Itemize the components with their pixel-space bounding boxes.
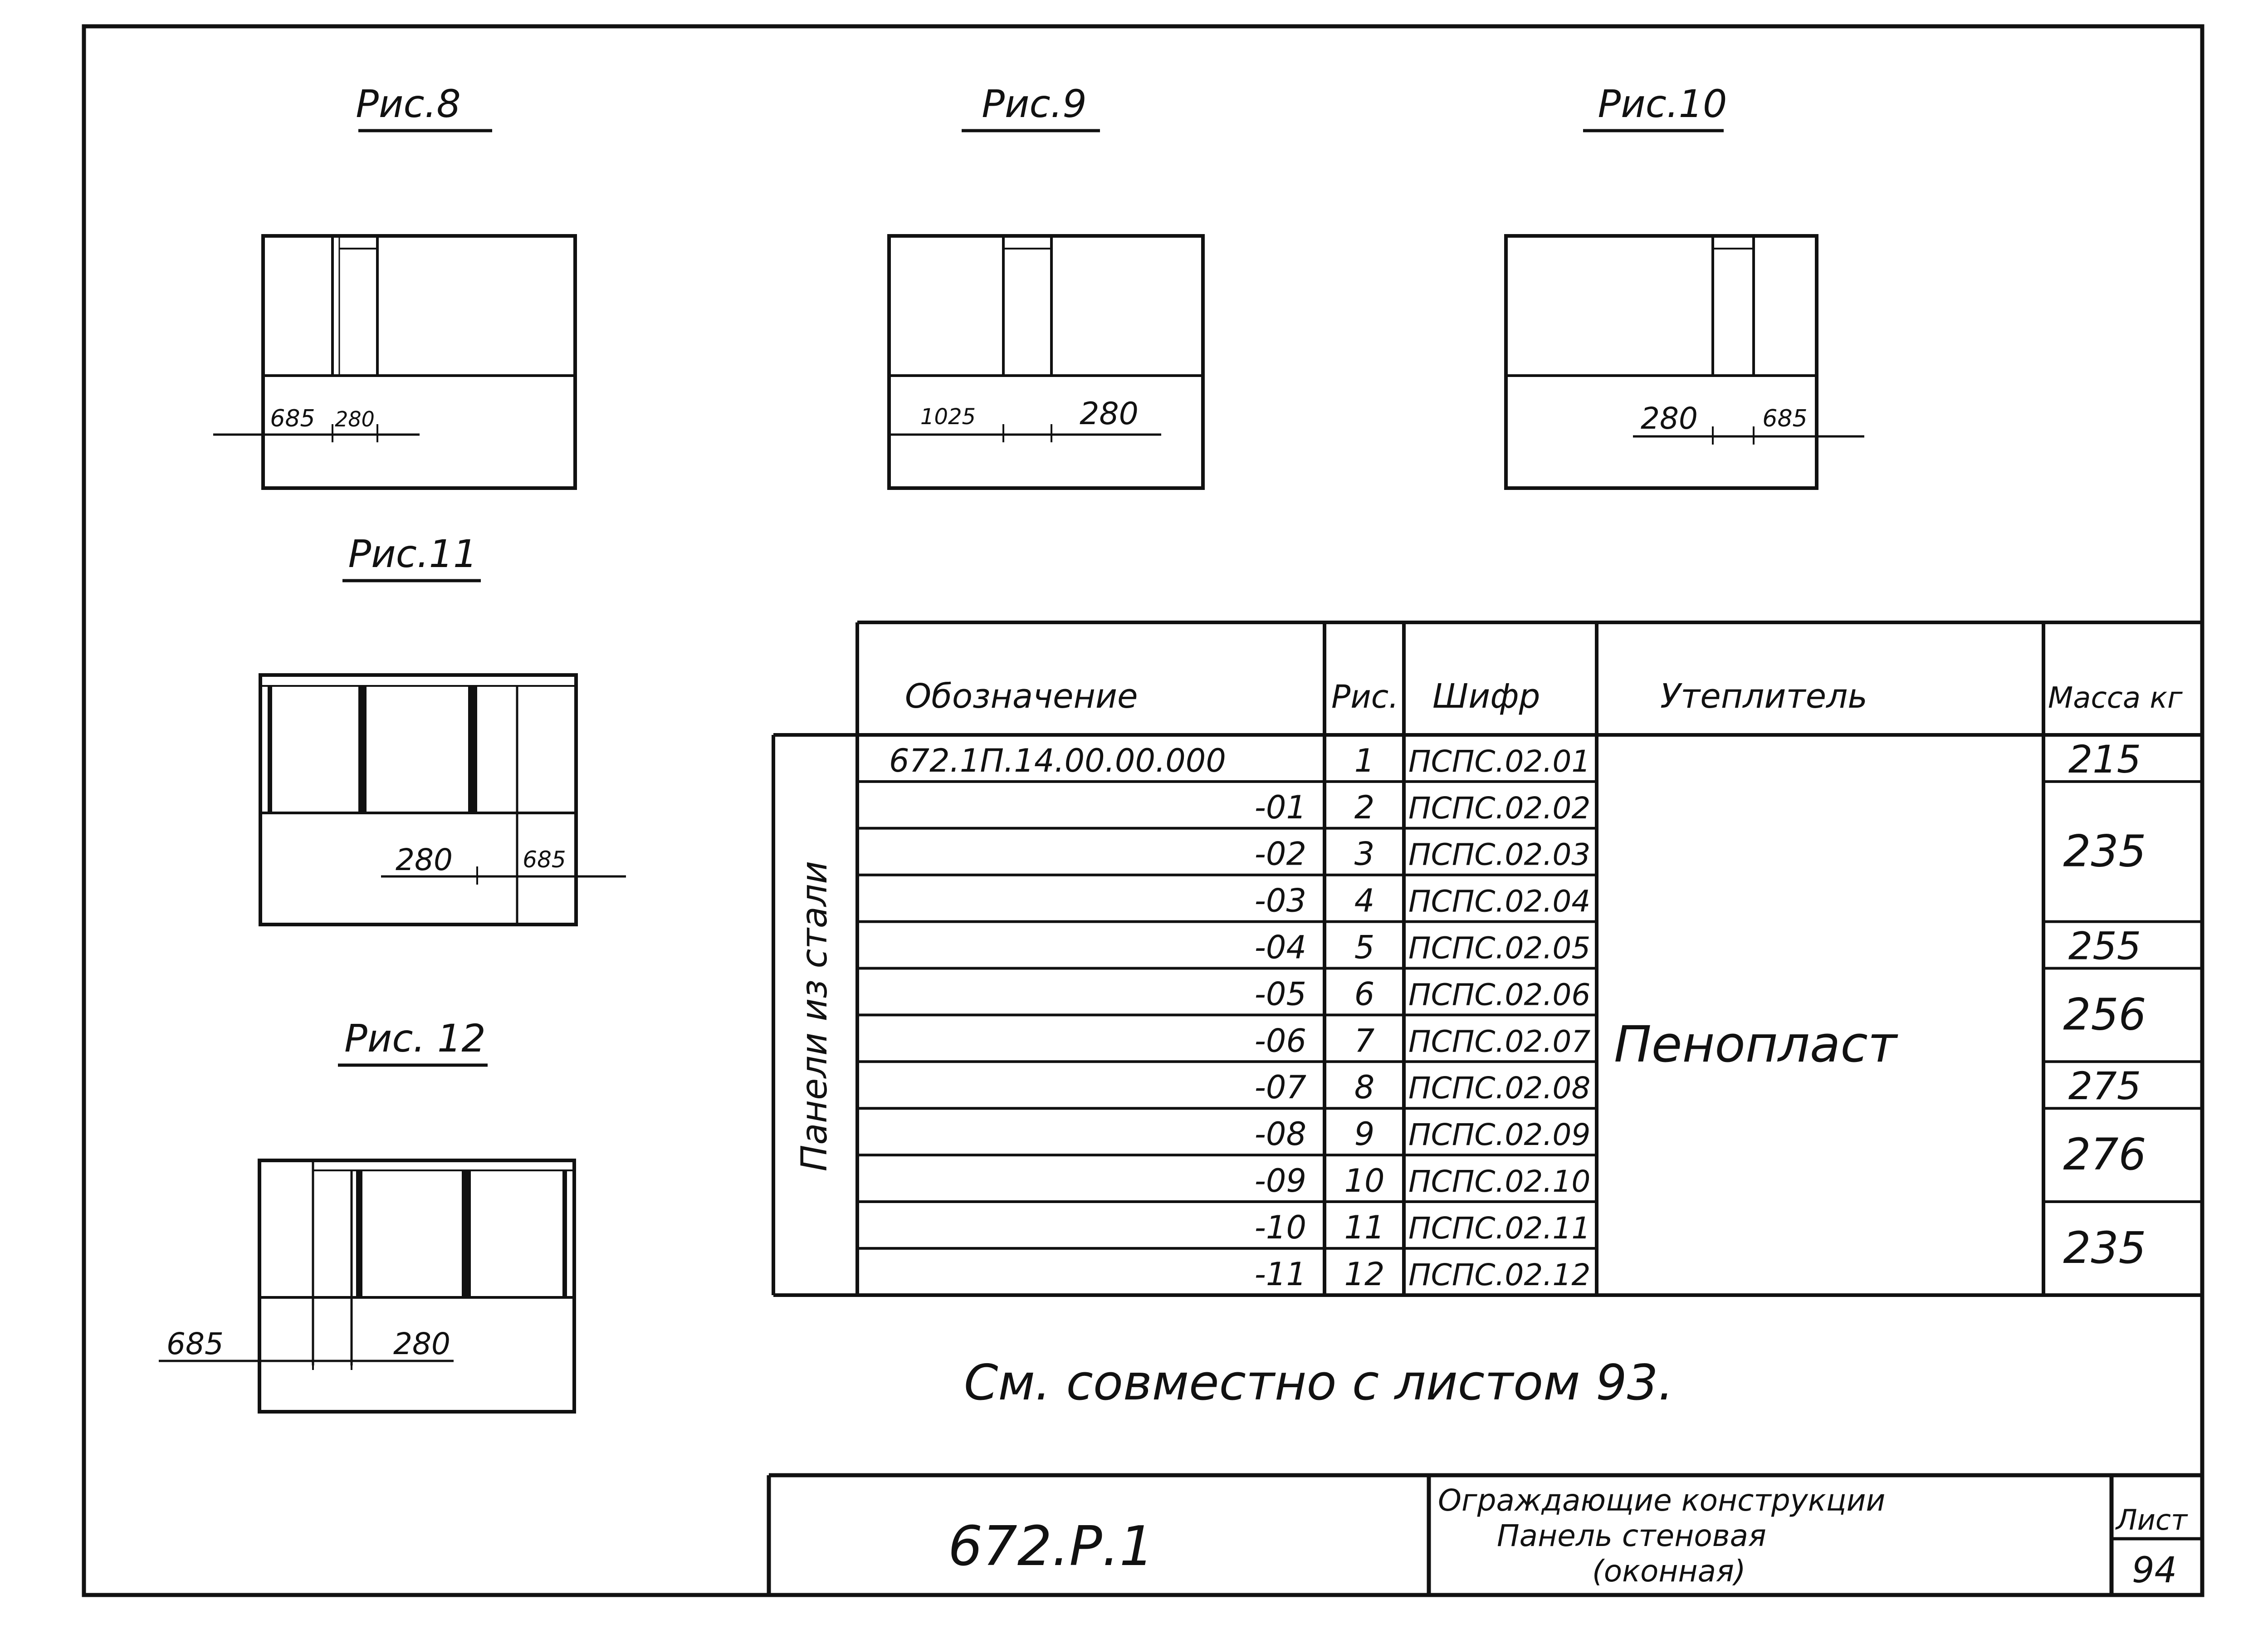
table-cell-fig: 3 (1354, 836, 1375, 873)
table-cell-fig: 8 (1354, 1069, 1375, 1106)
figure-9-dim-label: 1025 (920, 404, 976, 430)
table-cell-mass: 235 (2063, 1223, 2146, 1273)
figure-12-mullion (562, 1170, 567, 1297)
table-cell-designation: -02 (1255, 836, 1306, 873)
table-cell-fig: 1 (1354, 742, 1375, 779)
table-cell-code: ПСПС.02.06 (1408, 977, 1590, 1012)
figure-9-panel (887, 234, 1205, 490)
table-header-code: Шифр (1432, 677, 1540, 716)
table-cell-designation: -06 (1255, 1022, 1306, 1059)
table-header-fig: Рис. (1331, 678, 1398, 715)
figure-8-title: Рис.8 (356, 82, 461, 126)
figure-8-panel (261, 234, 577, 490)
figure-10-dim-label: 280 (1641, 401, 1698, 436)
figure-11-mullion (358, 686, 367, 813)
title-block-description-line: Ограждающие конструкции (1438, 1483, 1885, 1518)
table-cell-code: ПСПС.02.11 (1408, 1211, 1590, 1246)
figure-9: Рис.9 1025 280 (887, 82, 1205, 490)
table-cell-fig: 11 (1344, 1209, 1384, 1246)
figure-10-dim-label: 685 (1762, 405, 1807, 432)
title-block: 672.Р.1 Ограждающие конструкции Панель с… (767, 1473, 2202, 1595)
table-cell-mass: 275 (2068, 1064, 2141, 1108)
table-header-insulation: Утеплитель (1660, 677, 1867, 716)
figure-11-title: Рис.11 (348, 532, 477, 576)
table-cell-designation: -09 (1255, 1162, 1306, 1199)
table-cell-fig: 7 (1354, 1022, 1375, 1059)
cross-reference-note: См. совместно с листом 93. (964, 1355, 1674, 1411)
title-block-description-line: Панель стеновая (1497, 1518, 1766, 1553)
table-cell-designation: -05 (1255, 975, 1306, 1013)
table-cell-designation: -07 (1255, 1069, 1306, 1106)
figure-11-dim-label: 685 (523, 846, 566, 873)
figure-11: Рис.11 280 685 (259, 532, 626, 926)
figure-12: Рис. 12 685 280 (159, 1016, 576, 1414)
table-cell-code: ПСПС.02.03 (1408, 837, 1590, 872)
table-cell-mass: 235 (2063, 826, 2146, 876)
table-cell-fig: 5 (1354, 929, 1375, 966)
figure-10: Рис.10 280 685 (1504, 82, 1864, 490)
table-cell-mass: 255 (2068, 924, 2141, 969)
table-group-label: Панели из стали (794, 861, 835, 1171)
specification-table: Обозначение Рис. Шифр Утеплитель Масса к… (772, 621, 2202, 1297)
figure-11-dim-label: 280 (396, 842, 453, 877)
table-header-mass: Масса кг (2048, 681, 2183, 715)
title-block-description-line: (оконная) (1592, 1554, 1746, 1589)
table-cell-mass: 256 (2063, 989, 2146, 1040)
table-cell-fig: 4 (1354, 882, 1375, 920)
sheet-border (82, 24, 2204, 1597)
figure-9-title: Рис.9 (982, 82, 1087, 126)
table-cell-code: ПСПС.02.04 (1408, 884, 1590, 919)
figure-11-panel (259, 673, 578, 926)
table-cell-designation: -08 (1255, 1115, 1306, 1153)
figure-10-title: Рис.10 (1598, 82, 1727, 126)
figure-8-dim-label: 280 (335, 407, 375, 431)
table-cell-code: ПСПС.02.08 (1408, 1071, 1590, 1106)
figure-12-dim-label: 280 (393, 1326, 450, 1361)
table-cell-mass: 276 (2063, 1129, 2146, 1180)
table-insulation-value: Пенопласт (1614, 1015, 1898, 1073)
table-cell-designation: 672.1П.14.00.00.000 (889, 742, 1226, 779)
table-cell-designation: -10 (1255, 1209, 1306, 1246)
figure-12-mullion (462, 1170, 471, 1297)
table-cell-code: ПСПС.02.10 (1408, 1164, 1590, 1199)
title-block-doc-code: 672.Р.1 (948, 1515, 1154, 1578)
figure-12-panel (258, 1159, 576, 1414)
table-cell-code: ПСПС.02.05 (1408, 931, 1590, 966)
figure-9-dim-label: 280 (1080, 396, 1139, 432)
table-cell-code: ПСПС.02.01 (1408, 744, 1590, 779)
table-cell-designation: -04 (1255, 929, 1306, 966)
figure-8: Рис.8 685 280 (213, 82, 577, 490)
table-cell-fig: 12 (1344, 1256, 1384, 1293)
title-block-sheet-number: 94 (2132, 1550, 2177, 1591)
table-cell-code: ПСПС.02.07 (1408, 1024, 1590, 1059)
figure-11-mullion (468, 686, 477, 813)
table-cell-fig: 2 (1354, 789, 1375, 826)
table-cell-designation: -01 (1255, 789, 1306, 826)
table-cell-mass: 215 (2068, 737, 2141, 782)
figure-12-dim-label: 685 (166, 1326, 224, 1361)
table-cell-code: ПСПС.02.12 (1408, 1257, 1590, 1292)
table-cell-designation: -11 (1255, 1256, 1306, 1293)
table-cell-fig: 10 (1344, 1162, 1384, 1199)
figure-11-mullion (268, 686, 272, 813)
figure-12-mullion (356, 1170, 362, 1297)
table-cell-code: ПСПС.02.02 (1408, 791, 1590, 826)
table-cell-designation: -03 (1255, 882, 1306, 920)
table-header-designation: Обозначение (905, 677, 1138, 716)
figure-10-panel (1504, 234, 1818, 490)
figure-8-dim-label: 685 (270, 405, 315, 432)
title-block-sheet-label: Лист (2115, 1503, 2188, 1536)
figure-12-title: Рис. 12 (344, 1016, 486, 1061)
table-cell-fig: 9 (1354, 1115, 1375, 1153)
table-cell-code: ПСПС.02.09 (1408, 1117, 1590, 1152)
table-cell-fig: 6 (1354, 975, 1375, 1013)
